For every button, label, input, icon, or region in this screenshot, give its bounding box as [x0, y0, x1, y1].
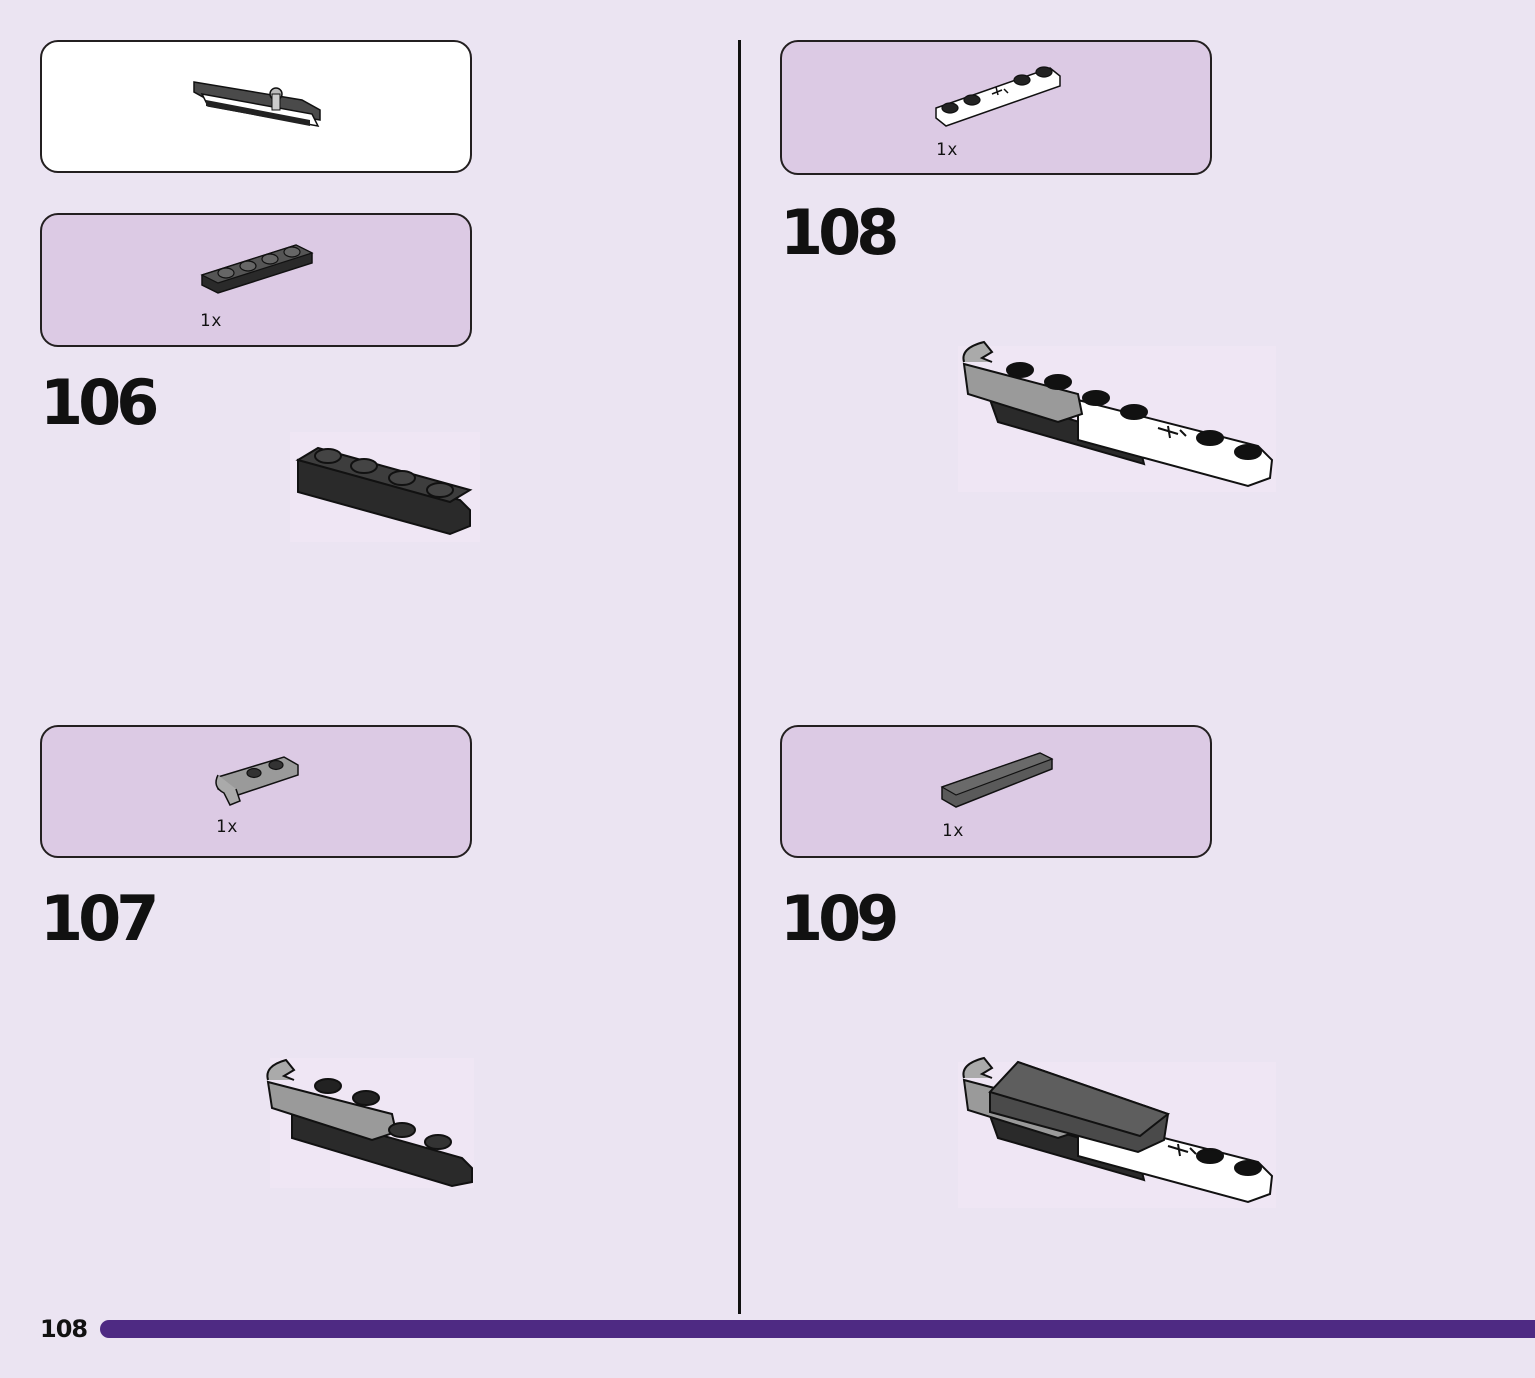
footer-accent-bar [100, 1320, 1535, 1338]
step-number: 107 [40, 882, 159, 955]
submodel-callout [40, 40, 472, 173]
dark-grey-tile-icon [940, 752, 1054, 808]
quantity-label: 1x [942, 821, 965, 841]
step-107-parts-callout: 1x [40, 725, 472, 858]
step-number: 109 [780, 882, 899, 955]
step-109-build-illustration [958, 1056, 1276, 1208]
page-number: 108 [40, 1315, 88, 1343]
step-number: 108 [780, 196, 899, 269]
assembled-submodel-icon [193, 81, 321, 128]
quantity-label: 1x [216, 817, 239, 837]
step-108-parts-callout: 1x [780, 40, 1212, 175]
white-plate-with-holes-icon [935, 66, 1061, 127]
column-divider [738, 40, 741, 1314]
step-106-parts-callout: 1x [40, 213, 472, 347]
quantity-label: 1x [200, 311, 223, 331]
step-108-build-illustration [958, 340, 1276, 492]
quantity-label: 1x [936, 140, 959, 160]
step-number: 106 [40, 366, 159, 439]
step-109-parts-callout: 1x [780, 725, 1212, 858]
step-106-build-illustration [290, 432, 480, 542]
black-plate-1x4-icon [200, 244, 314, 294]
grey-clip-plate-icon [215, 756, 299, 806]
step-107-build-illustration [266, 1058, 474, 1188]
